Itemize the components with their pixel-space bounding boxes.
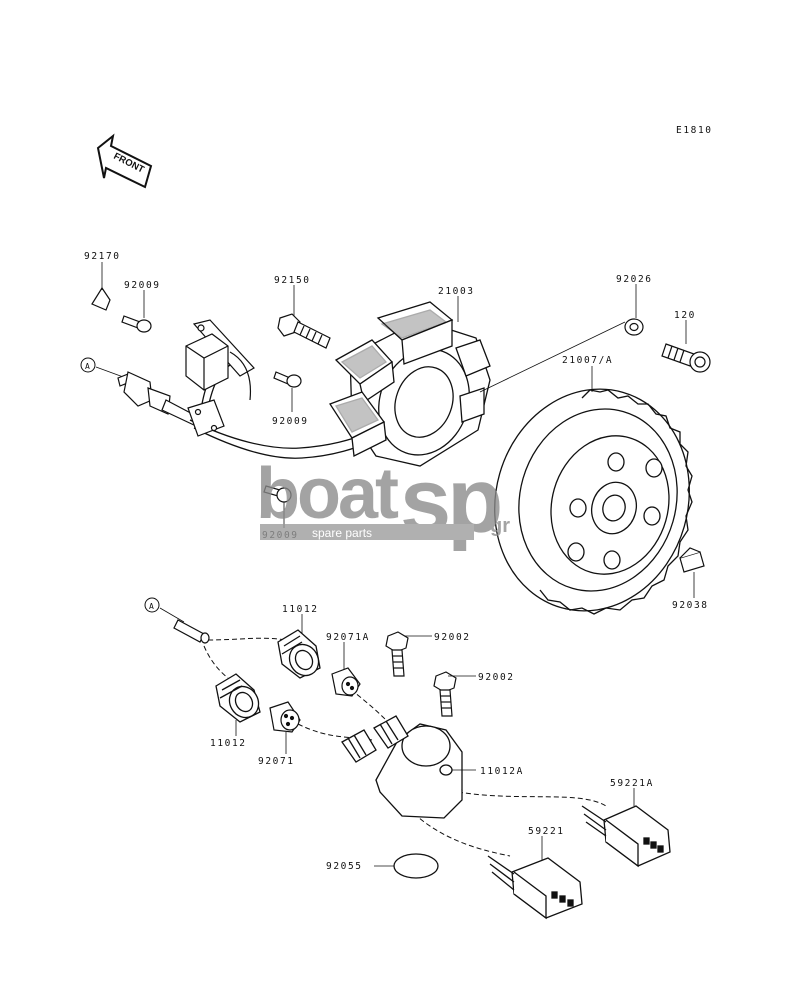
part-label-21007a[interactable]: 21007/A [562,355,613,366]
pickup-coil-unit [185,319,255,401]
callout-a-bottom: A [144,597,185,623]
boatsp-watermark-logo: boat sp gr spare parts [256,450,510,552]
svg-text:A: A [149,602,154,611]
connector-59221a-icon [581,805,671,868]
part-label-92071a[interactable]: 92071A [326,632,370,643]
part-label-11012[interactable]: 11012 [210,738,247,749]
bolt-120-icon [661,343,711,373]
flywheel-rotor [494,388,693,615]
part-label-92150[interactable]: 92150 [274,275,311,286]
svg-text:A: A [85,362,90,371]
stator-coil-right [455,339,491,423]
part-label-59221[interactable]: 59221 [528,826,565,837]
cover-housing-11012a [341,715,463,819]
key-92170-icon [91,286,111,311]
stator-coil-assembly [329,301,491,467]
pin-terminal-icon [173,619,210,644]
part-label-92170[interactable]: 92170 [84,251,121,262]
rubber-boot-11012-top-icon [277,629,321,679]
bolt-92150-icon [277,313,331,349]
key-92038-icon [679,547,705,573]
part-label-92055[interactable]: 92055 [326,861,363,872]
stator-lead-connector [117,371,201,427]
wiring-grommet-plate [187,399,225,437]
part-label-92038[interactable]: 92038 [672,600,709,611]
watermark-suffix: gr [490,515,510,537]
part-label-120[interactable]: 120 [674,310,696,321]
bolt-92002-a-icon [385,631,409,677]
part-label-92026[interactable]: 92026 [616,274,653,285]
connector-92071-icon [269,701,301,733]
watermark-tagline: spare parts [312,526,372,540]
connector-92071a-icon [331,667,361,697]
part-label-92009[interactable]: 92009 [272,416,309,427]
callout-a-top: A [80,357,127,379]
watermark-tagline-bar [260,524,474,540]
part-label-92002[interactable]: 92002 [478,672,515,683]
screw-92009-mid-icon [273,371,302,388]
stator-coil-bottom [329,391,387,457]
part-label-92071[interactable]: 92071 [258,756,295,767]
part-label-59221a[interactable]: 59221A [610,778,654,789]
part-label-11012a[interactable]: 11012A [480,766,524,777]
connector-59221-icon [487,855,583,920]
bolt-92002-b-icon [433,671,457,717]
stator-coil-top [376,301,454,365]
part-labels: 92170 92009 92150 21003 92026 120 21007/… [84,251,709,872]
part-label-21003[interactable]: 21003 [438,286,475,297]
leader-lines [101,262,695,867]
rubber-boot-11012-left-icon [215,673,261,723]
watermark-brand-left: boat [256,454,399,534]
washer-leader-line [479,321,626,393]
o-ring-92055-icon [393,853,439,879]
screw-92009-top-icon [121,315,152,333]
flywheel-bolt-holes [567,452,663,570]
washer-92026-icon [624,318,644,336]
part-label-92009[interactable]: 92009 [124,280,161,291]
front-arrow-icon: FRONT [96,133,153,189]
part-label-11012[interactable]: 11012 [282,604,319,615]
part-label-92002[interactable]: 92002 [434,632,471,643]
diagram-code: E1810 [676,125,713,136]
